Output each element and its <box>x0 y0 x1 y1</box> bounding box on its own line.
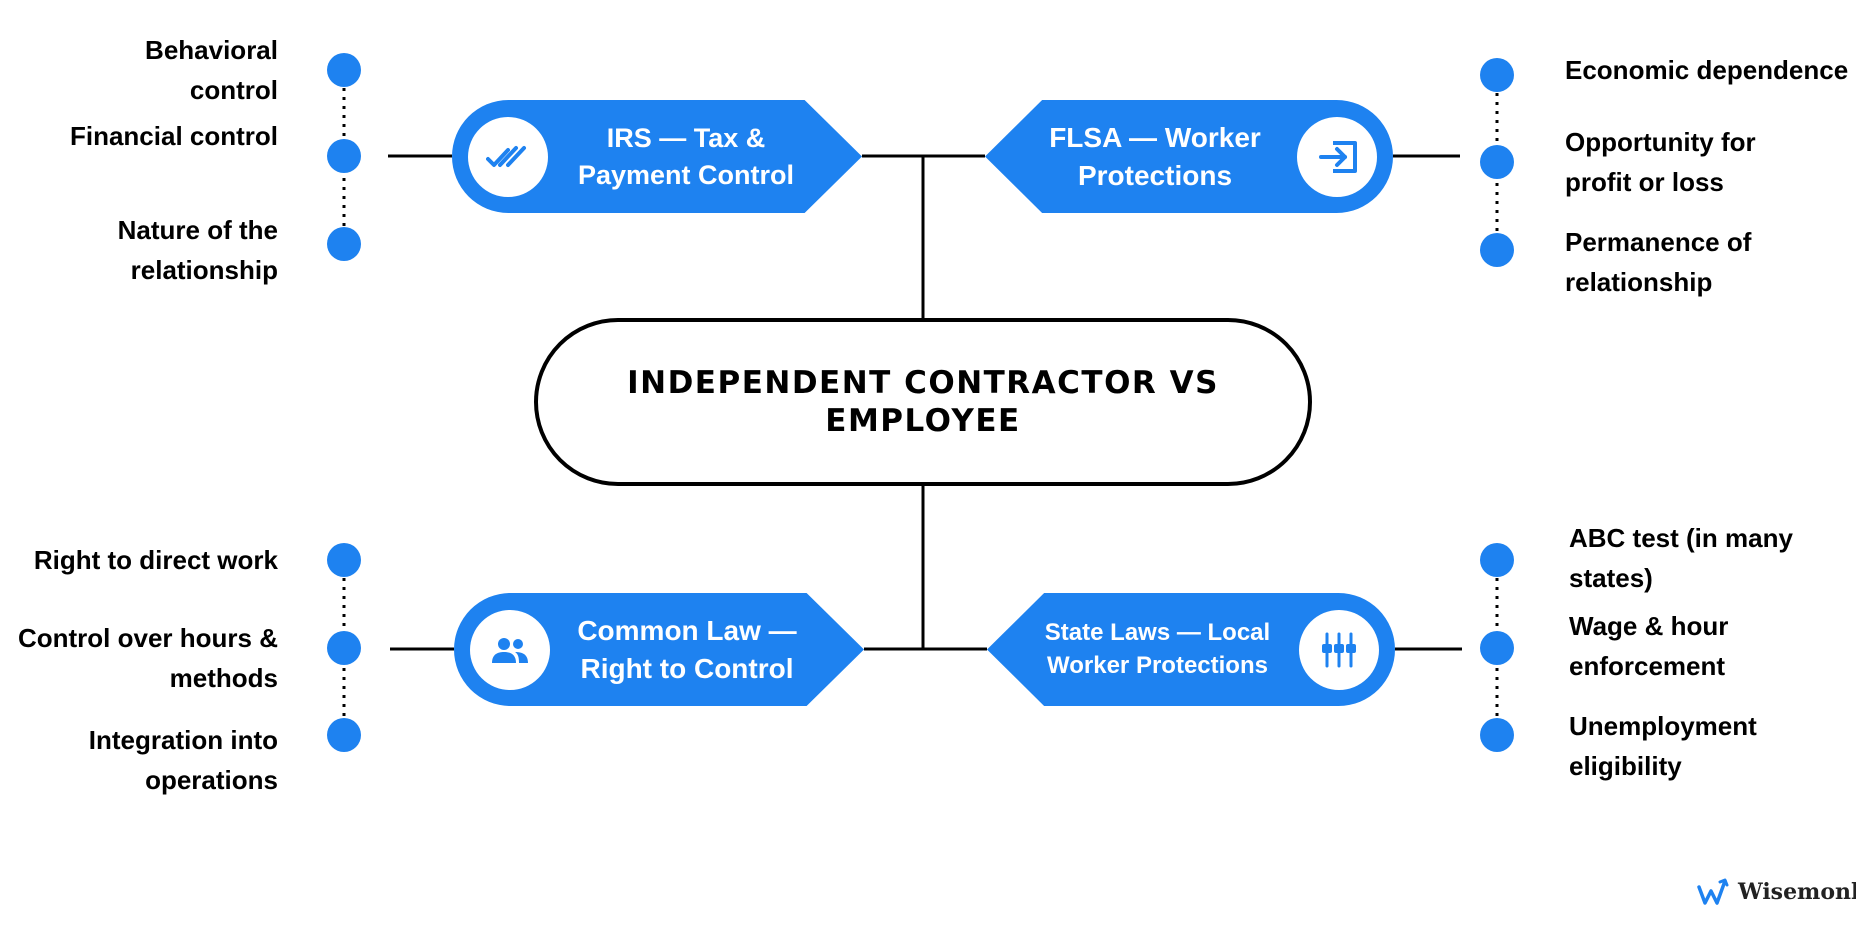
wisemonk-logo-icon <box>1697 877 1733 907</box>
dot-common-2 <box>327 631 361 665</box>
dot-flsa-2 <box>1480 145 1514 179</box>
people-icon <box>470 610 550 690</box>
item-irs-1: Behavioral control <box>145 35 278 105</box>
item-irs-2: Financial control <box>69 121 278 151</box>
item-common-2: Control over hours & methods <box>17 623 278 693</box>
category-label-flsa: FLSA — Worker Protections <box>1049 121 1261 191</box>
center-node: INDEPENDENT CONTRACTOR VS EMPLOYEE <box>534 318 1312 486</box>
dot-flsa-3 <box>1480 233 1514 267</box>
login-arrow-icon <box>1297 117 1377 197</box>
dot-common-1 <box>327 543 361 577</box>
category-label-state: State Laws — Local Worker Protections <box>1044 619 1271 679</box>
sliders-icon <box>1299 610 1379 690</box>
item-flsa-3: Permanence of relationship <box>1565 227 1752 297</box>
item-common-1: Right to direct work <box>33 545 278 575</box>
item-irs-3: Nature of the relationship <box>117 215 278 285</box>
item-state-1: ABC test (in many states) <box>1569 523 1793 593</box>
center-title: INDEPENDENT CONTRACTOR VS EMPLOYEE <box>627 365 1219 439</box>
item-common-3: Integration into operations <box>88 725 278 795</box>
dot-common-3 <box>327 718 361 752</box>
item-state-2: Wage & hour enforcement <box>1569 611 1729 681</box>
brand-name: Wisemonk <box>1738 879 1856 905</box>
double-check-icon <box>468 117 548 197</box>
dot-flsa-1 <box>1480 58 1514 92</box>
category-label-irs: IRS — Tax & Payment Control <box>577 123 795 190</box>
dot-state-2 <box>1480 631 1514 665</box>
dot-state-1 <box>1480 543 1514 577</box>
item-state-3: Unemployment eligibility <box>1569 711 1757 781</box>
brand-logo: Wisemonk <box>1697 872 1856 912</box>
item-flsa-1: Economic dependence <box>1565 55 1849 85</box>
dot-irs-3 <box>327 227 361 261</box>
category-label-common: Common Law — Right to Control <box>577 614 797 684</box>
dot-irs-2 <box>327 139 361 173</box>
item-flsa-2: Opportunity for profit or loss <box>1565 127 1756 197</box>
dot-irs-1 <box>327 53 361 87</box>
dot-state-3 <box>1480 718 1514 752</box>
